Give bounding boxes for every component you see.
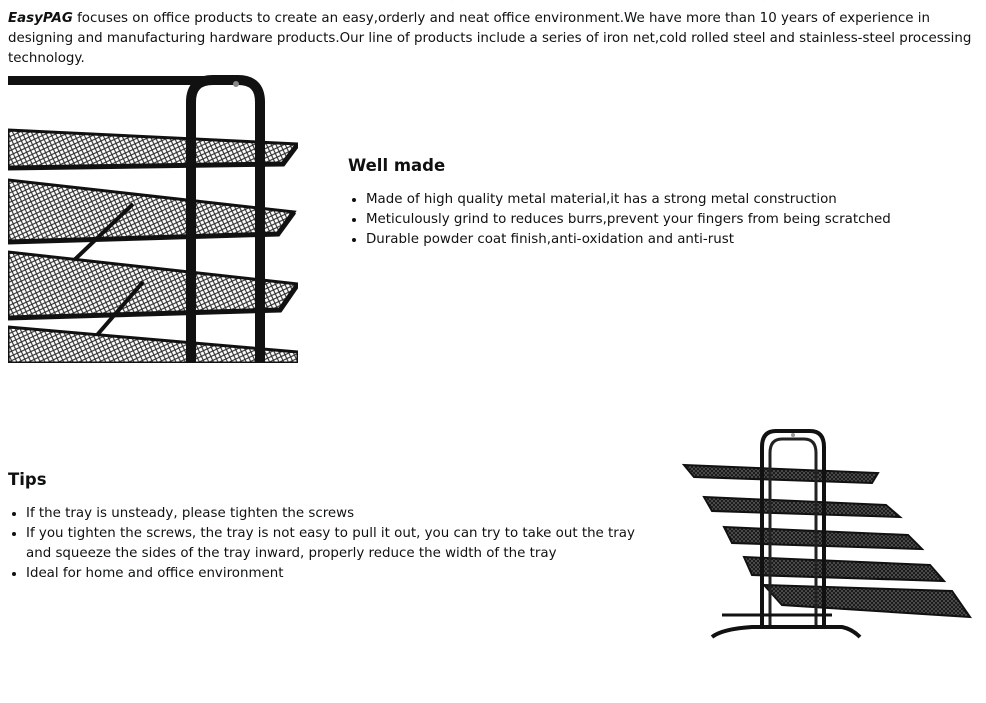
tips-heading: Tips xyxy=(8,470,47,489)
tips-section: Tips If the tray is unsteady, please tig… xyxy=(8,470,648,584)
list-item: Ideal for home and office environment xyxy=(26,564,648,584)
brand-name: EasyPAG xyxy=(8,11,73,26)
list-item: Meticulously grind to reduces burrs,prev… xyxy=(366,210,968,230)
intro-paragraph: EasyPAG focuses on office products to cr… xyxy=(8,9,978,69)
well-made-heading: Well made xyxy=(348,156,446,175)
intro-text: focuses on office products to create an … xyxy=(8,11,972,66)
list-item: Made of high quality metal material,it h… xyxy=(366,190,968,210)
well-made-list: Made of high quality metal material,it h… xyxy=(348,190,968,250)
tray-organizer-image xyxy=(682,425,974,647)
list-item: Durable powder coat finish,anti-oxidatio… xyxy=(366,230,968,250)
list-item: If you tighten the screws, the tray is n… xyxy=(26,524,648,564)
tips-list: If the tray is unsteady, please tighten … xyxy=(8,504,648,584)
well-made-section: Well made Made of high quality metal mat… xyxy=(348,156,968,250)
tray-closeup-image xyxy=(8,72,298,363)
list-item: If the tray is unsteady, please tighten … xyxy=(26,504,648,524)
